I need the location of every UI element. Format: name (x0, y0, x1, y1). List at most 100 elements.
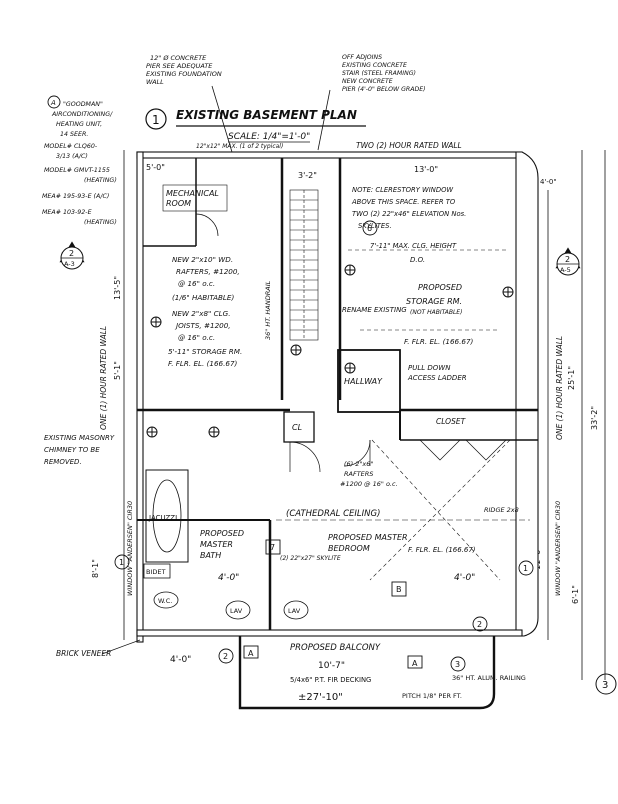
tag-circle (114, 554, 130, 570)
dimension-top-mid: 3'-2" (298, 171, 317, 180)
equipment-line: 3/13 (A/C) (56, 153, 88, 160)
dimension-top-right: 13'-0" (414, 165, 438, 174)
door-opening-label: D.O. (410, 256, 425, 264)
bottom-wall (136, 629, 523, 637)
section-sheet: A-5 (560, 266, 571, 274)
pier-note-line: OFF ADJOINS (342, 54, 382, 61)
lav-fixture (225, 600, 251, 620)
bedroom-rafter-line: (6) 2"x6" (344, 460, 373, 468)
master-bath-label: BATH (200, 551, 221, 560)
bedroom-rafter-note: (6) 2"x6" RAFTERS #1200 @ 16" o.c. RIDGE… (340, 460, 519, 514)
column-markers (146, 264, 514, 438)
top-concrete-note: 12" Ø CONCRETE PIER SEE ADEQUATE EXISTIN… (146, 54, 222, 86)
top-pier-note: OFF ADJOINS EXISTING CONCRETE STAIR (STE… (342, 54, 426, 93)
section-number: 2 (69, 249, 74, 258)
chimney-note-line: REMOVED. (44, 458, 82, 466)
bidet-label: BIDET (146, 568, 165, 576)
clerestory-line: ABOVE THIS SPACE. REFER TO (351, 198, 456, 206)
lav-label: LAV (230, 607, 243, 615)
bedroom-rafter-line: RAFTERS (344, 470, 373, 478)
stair (289, 189, 319, 341)
tag-box (243, 645, 259, 659)
pier-note-line: PIER (4'-0" BELOW GRADE) (342, 86, 426, 93)
clerestory-line: TWO (2) 22"x46" ELEVATION Nos. (352, 210, 466, 218)
storage-right-sub: (NOT HABITABLE) (410, 309, 462, 316)
pitch-note: PITCH 1/8" PER FT. (402, 692, 462, 700)
ceiling-height-note: 7'-11" MAX. CLG. HEIGHT (370, 242, 457, 250)
right-wall (515, 151, 539, 637)
handrail-note: 36" HT. HANDRAIL (264, 280, 272, 340)
clerestory-line: NOTE: CLERESTORY WINDOW (352, 186, 453, 194)
dimension-right-overall: 25'-1" (567, 366, 576, 390)
lav-fixture (283, 600, 309, 620)
equipment-line: MODEL# CLQ60- (44, 143, 98, 150)
rafters-note-line: NEW 2"x10" WD. (172, 255, 233, 264)
dimension-right-total: 33'-2" (590, 406, 599, 430)
balcony: PROPOSED BALCONY 10'-7" 5/4x6" P.T. FIR … (238, 636, 526, 710)
floor-elevation-bedroom: F. FLR. EL. (166.67) (408, 546, 476, 554)
tag-label: 1 (523, 564, 528, 573)
lav-label: LAV (288, 607, 301, 615)
rafters-note-line: RAFTERS, #1200, (176, 267, 240, 276)
tag-circle (518, 560, 534, 576)
ridge-note: RIDGE 2x8 (484, 506, 519, 514)
right-wall-note: ONE (1) HOUR RATED WALL (555, 336, 564, 440)
tag-label: 7 (270, 543, 275, 552)
window-left-note: WINDOW "ANDERSEN" CIR30 (126, 501, 134, 596)
window-right-note: WINDOW "ANDERSEN" CIR30 (554, 501, 562, 596)
equipment-line: 14 SEER. (60, 131, 88, 138)
equipment-line: HEATING UNIT, (56, 121, 102, 128)
section-number: 2 (565, 255, 570, 264)
storage-left-label: 5'-11" STORAGE RM. (168, 347, 242, 356)
tag-label: A (248, 649, 254, 658)
left-wall-note: ONE (1) HOUR RATED WALL (99, 326, 108, 430)
section-sheet: A-3 (64, 260, 75, 268)
equipment-line: MODEL# GMVT-1155 (44, 167, 110, 174)
section-marker-left: 2 A-3 (59, 241, 85, 270)
tag-label: 6 (367, 224, 372, 233)
bath-dimension: 4'-0" (218, 573, 239, 583)
tag-box (391, 581, 407, 597)
vent-note: 12"x12" MAX. (1 of 2 typical) (196, 143, 283, 150)
tag-label: 2 (477, 620, 482, 629)
tag-circle (218, 648, 234, 664)
pull-down-note: PULL DOWN (408, 364, 451, 372)
tub-basin (152, 479, 182, 553)
hallway-label: HALLWAY (344, 377, 383, 386)
floor-elevation-left: F. FLR. EL. (166.67) (168, 359, 238, 368)
tag-circle (450, 656, 466, 672)
equipment-line: MEA# 195-93-E (A/C) (42, 193, 109, 200)
jacuzzi-label: JACUZZI (148, 514, 177, 522)
title-number: 1 (152, 113, 160, 127)
dimension-bottom-left: 4'-0" (170, 655, 191, 665)
equipment-marker-label: A (50, 99, 56, 107)
concrete-note-line: WALL (146, 78, 164, 86)
tag-label: A (412, 659, 418, 668)
clerestory-note: NOTE: CLERESTORY WINDOW ABOVE THIS SPACE… (351, 186, 466, 250)
master-bedroom: PROPOSED MASTER BEDROOM F. FLR. EL. (166… (328, 533, 476, 583)
tag-circle (595, 673, 617, 695)
equipment-note: A "GOODMAN" AIRCONDITIONING/ HEATING UNI… (42, 95, 117, 226)
bath-skylite-note: (2) 22"x27" SKYLITE (280, 555, 341, 562)
skylight-dashed-lines (348, 249, 511, 581)
wc-fixture (153, 591, 179, 609)
chimney-note: EXISTING MASONRY CHIMNEY TO BE REMOVED. (44, 434, 115, 466)
brick-veneer-note: BRICK VENEER (56, 649, 111, 658)
equipment-line: "GOODMAN" (63, 101, 103, 108)
tag-label: B (396, 585, 402, 594)
overall-bottom-dimension: ±27'-10" (298, 692, 343, 703)
left-dimension-chain: 13'-5" 5'-1" 8'-1" (91, 150, 125, 640)
joists-note-line: @ 16" o.c. (178, 333, 215, 342)
top-wall-note: TWO (2) HOUR RATED WALL (356, 141, 462, 150)
dimension-right-bottom: 6'-1" (571, 585, 580, 604)
floor-elevation-right: F. FLR. EL. (166.67) (404, 337, 474, 346)
drawing-title: 1 EXISTING BASEMENT PLAN SCALE: 1/4"=1'-… (145, 108, 366, 143)
chimney-note-line: CHIMNEY TO BE (44, 446, 100, 454)
balcony-width: 10'-7" (318, 661, 345, 671)
concrete-note-line: 12" Ø CONCRETE (150, 54, 207, 62)
concrete-note-line: EXISTING FOUNDATION (146, 70, 222, 78)
bath-fixtures: BIDET W.C. LAV LAV (143, 563, 309, 620)
master-bath-label: MASTER (200, 540, 233, 549)
